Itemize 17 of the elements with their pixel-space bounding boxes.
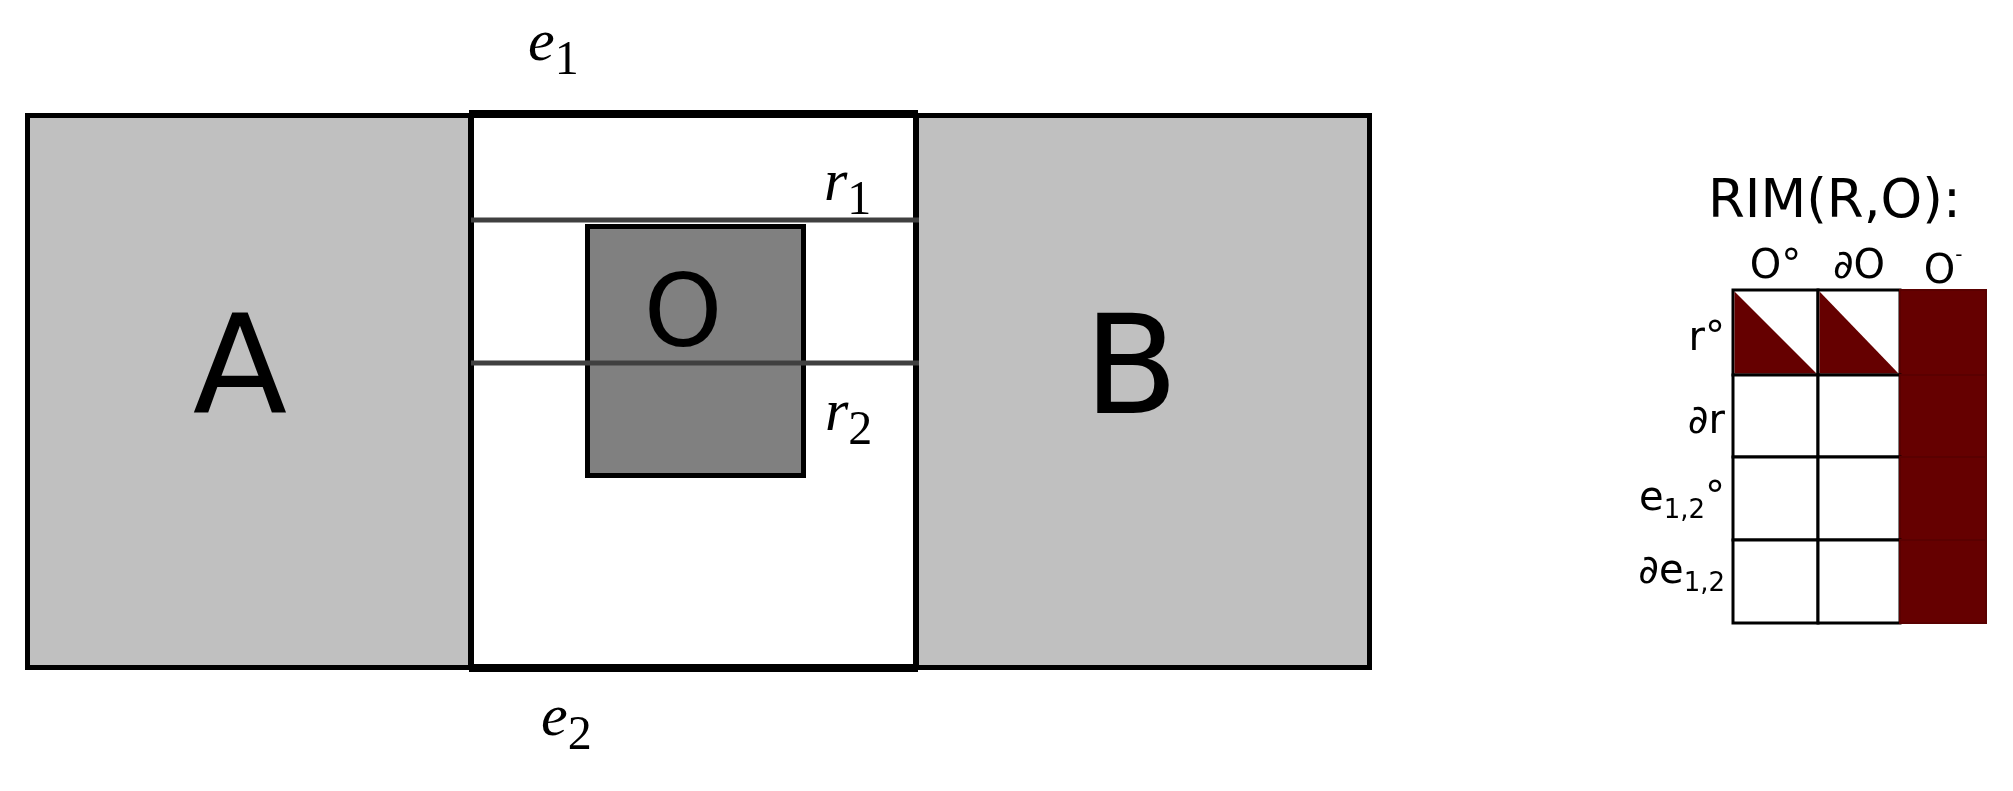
object-box [585, 224, 806, 478]
region-label: B [1083, 297, 1179, 435]
edge-name-label: e$_{1}$ [528, 10, 579, 83]
object-label: O [643, 262, 723, 362]
column-header: O$^{-}$ [1923, 244, 1963, 289]
row-header: r° [1688, 316, 1725, 356]
edge-name-label: e$_{2}$ [541, 685, 592, 758]
column-header: O° [1749, 244, 1802, 284]
column-header: ∂O [1832, 244, 1886, 284]
row-header: ∂e$_{1,2}$ [1638, 549, 1725, 595]
line-name-label: r$_{1}$ [824, 150, 872, 223]
region-box [469, 110, 918, 672]
row-header: ∂r [1687, 399, 1725, 439]
region-label: A [192, 297, 288, 435]
row-header: e$_{1,2}$° [1639, 476, 1725, 522]
matrix-title: RIM(R,O): [1708, 172, 1961, 225]
line-name-label: r$_{2}$ [825, 380, 873, 453]
